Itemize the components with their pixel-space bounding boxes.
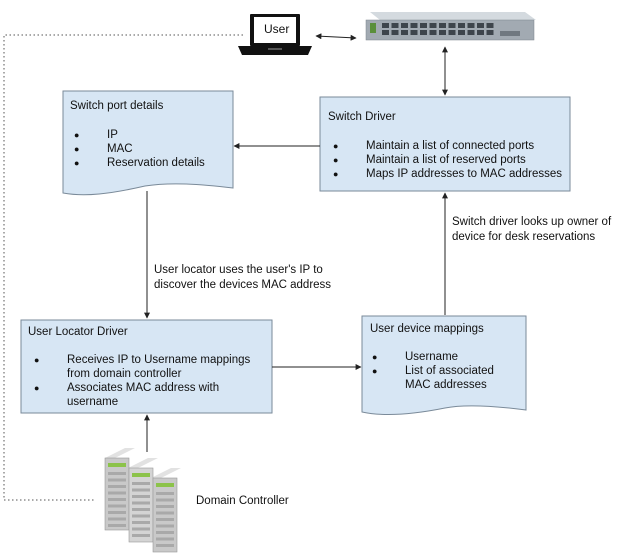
locator-note: User locator uses the user's IP to disco… (154, 263, 331, 293)
list-item: Maintain a list of reserved ports (326, 153, 562, 167)
server-slot-icon (156, 505, 174, 508)
switch-port-icon (486, 23, 494, 28)
switch-driver-title: Switch Driver (328, 111, 396, 123)
arrow-user-switch (315, 33, 357, 41)
server-slot-icon (132, 514, 150, 518)
user-device-mappings-title: User device mappings (370, 323, 484, 335)
switch-port-icon (401, 30, 408, 35)
server-slot-icon (156, 518, 174, 521)
server-slot-icon (156, 498, 174, 502)
list-item: Maps IP addresses to MAC addresses (326, 167, 562, 181)
list-item: Username (365, 350, 515, 364)
server-slot-icon (132, 521, 150, 524)
server-slot-icon (156, 537, 174, 541)
switch-port-icon (467, 23, 475, 28)
server-slot-icon (156, 492, 174, 495)
switch-port-icon (429, 23, 437, 28)
list-item: Receives IP to Username mappings from do… (27, 353, 265, 381)
switch-port-icon (410, 23, 418, 28)
user-locator-driver-list: Receives IP to Username mappings from do… (27, 353, 265, 409)
switch-driver-list: Maintain a list of connected ports Maint… (326, 139, 562, 181)
switch-port-icon (448, 30, 456, 35)
dotted-user-dc-connector (3, 34, 243, 501)
switch-port-icon (477, 23, 484, 28)
switch-port-details-title: Switch port details (70, 100, 164, 112)
server-slot-icon (132, 495, 150, 498)
list-item: Reservation details (67, 156, 205, 170)
server-slot-icon (156, 531, 174, 534)
note-line: Switch driver looks up owner of (452, 216, 612, 228)
switch-port-details-list: IP MAC Reservation details (67, 128, 205, 170)
server-slot-icon (108, 478, 126, 482)
server-slot-icon (108, 524, 126, 527)
server-slot-icon (132, 508, 150, 511)
list-item: Maintain a list of connected ports (326, 139, 562, 153)
switch-port-icon (429, 30, 437, 35)
list-item: MAC (67, 142, 205, 156)
domain-controller-label: Domain Controller (196, 495, 289, 507)
server-slot-icon (132, 534, 150, 537)
switch-port-icon (410, 30, 418, 35)
server-slot-icon (108, 504, 126, 508)
switch-port-icon (391, 23, 399, 28)
switch-port-icon (467, 30, 475, 35)
switch-port-icon (439, 23, 446, 28)
server-slot-icon (108, 511, 126, 514)
network-switch-icon (365, 12, 536, 41)
user-label: User (264, 22, 290, 36)
laptop-icon (238, 14, 312, 55)
switch-port-icon (486, 30, 494, 35)
list-item: Associates MAC address with username (27, 381, 265, 409)
switch-port-icon (401, 23, 408, 28)
list-item: IP (67, 128, 205, 142)
switch-port-icon (448, 23, 456, 28)
switch-port-icon (477, 30, 484, 35)
note-line: device for desk reservations (452, 231, 596, 243)
server-slot-icon (156, 511, 174, 515)
user-device-mappings-list: Username List of associated MAC addresse… (365, 350, 515, 392)
switch-port-icon (382, 30, 389, 35)
server-rack-icon (104, 448, 181, 553)
note-line: User locator uses the user's IP to (154, 264, 323, 276)
switch-port-icon (420, 30, 427, 35)
server-slot-icon (156, 544, 174, 547)
lookup-note: Switch driver looks up owner of device f… (452, 215, 611, 245)
switch-port-icon (439, 30, 446, 35)
server-slot-icon (108, 491, 126, 495)
list-item: List of associated MAC addresses (365, 364, 515, 392)
note-line: discover the devices MAC address (154, 279, 332, 291)
server-slot-icon (156, 524, 174, 528)
server-slot-icon (108, 498, 126, 501)
switch-port-icon (382, 23, 389, 28)
server-slot-icon (108, 517, 126, 521)
switch-port-icon (458, 30, 465, 35)
server-slot-icon (132, 488, 150, 492)
server-slot-icon (108, 472, 126, 475)
switch-port-icon (420, 23, 427, 28)
server-slot-icon (108, 485, 126, 488)
server-slot-icon (132, 501, 150, 505)
server-slot-icon (132, 527, 150, 531)
switch-port-icon (458, 23, 465, 28)
switch-port-icon (391, 30, 399, 35)
user-locator-driver-title: User Locator Driver (28, 326, 128, 338)
server-slot-icon (132, 482, 150, 485)
